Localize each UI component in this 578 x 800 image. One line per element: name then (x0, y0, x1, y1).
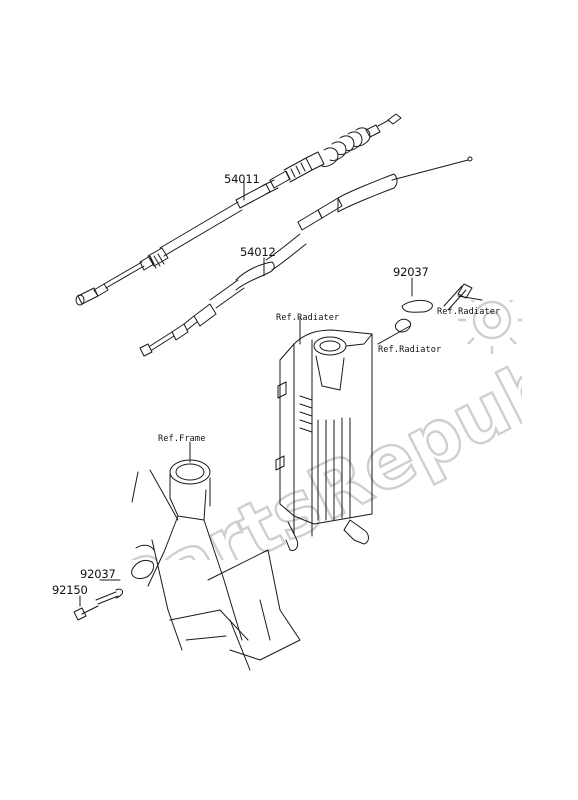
part-number-92150: 92150 (52, 583, 88, 597)
bolt-parts-bottom (73, 588, 123, 621)
leader-lines (79, 181, 483, 607)
part-number-54011: 54011 (224, 172, 260, 186)
gear-icon (458, 300, 522, 354)
cable-54012 (139, 156, 473, 357)
ref-label-radiator-mid: Ref.Radiator (378, 345, 442, 355)
part-number-54012: 54012 (240, 245, 276, 259)
part-number-92037-bottom: 92037 (80, 567, 116, 581)
ref-label-radiator-top: Ref.Radiater (276, 313, 340, 323)
ref-label-radiator-right: Ref.Radiater (437, 307, 501, 317)
frame (131, 459, 301, 671)
ref-label-frame: Ref.Frame (158, 434, 206, 444)
cable-54011 (75, 113, 402, 306)
clamp-92037-top (395, 283, 473, 333)
radiator (275, 329, 373, 551)
part-number-92037-top: 92037 (393, 265, 429, 279)
